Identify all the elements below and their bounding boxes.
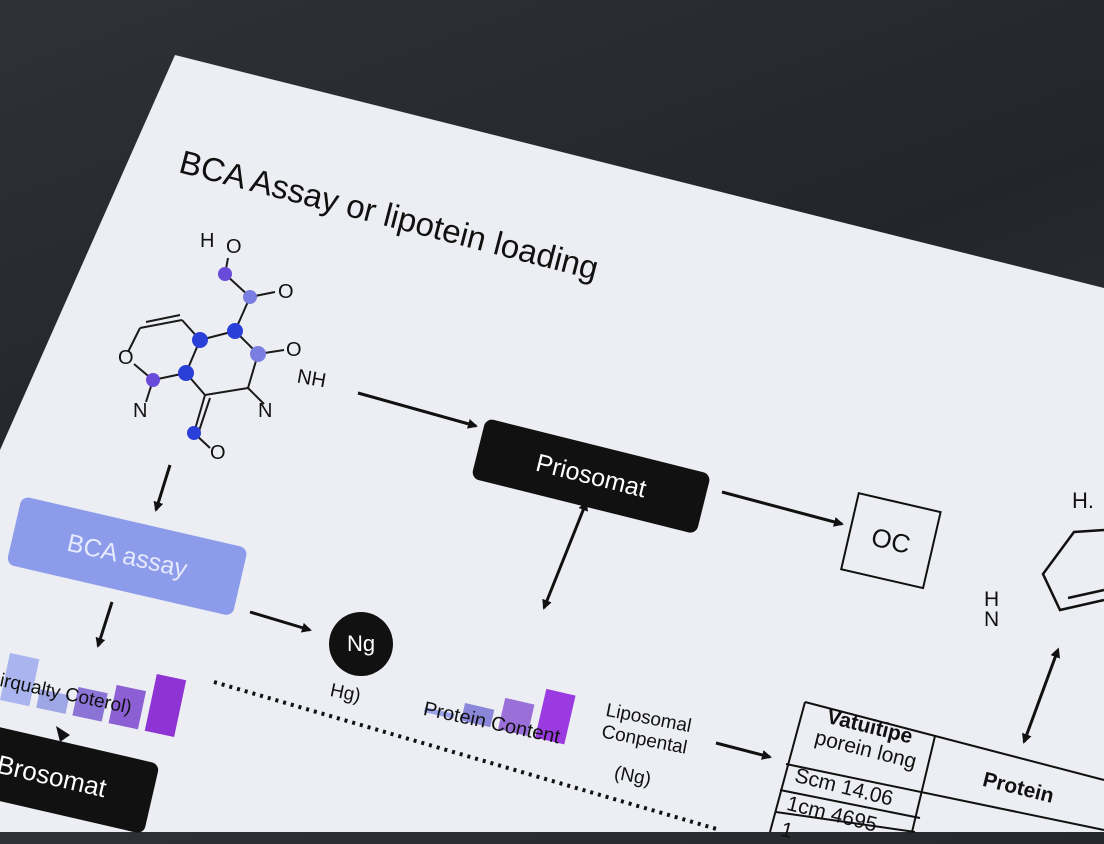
atom-node: [192, 332, 208, 348]
right-h-label: H.: [1072, 488, 1094, 513]
arrow-right-bidirectional: [1022, 647, 1061, 744]
mol-label-o-right-top: O: [278, 281, 294, 303]
arrow-bca-to-ng: [249, 610, 312, 633]
ng-circle-label: Ng: [346, 631, 376, 656]
mol-label-n-right: N: [258, 400, 273, 422]
brosomat-label: Brosomat: [0, 748, 110, 803]
arrow-priosomat-bidirectional: [542, 500, 588, 610]
mol-label-nh: NH: [295, 365, 328, 393]
priosomat-label: Priosomat: [533, 448, 650, 503]
arrow-molecule-to-priosomat: [357, 391, 478, 429]
mol-label-o-right: O: [286, 339, 302, 361]
right-ring-structure: [1041, 528, 1104, 612]
ng-circle: Ng: [329, 612, 393, 676]
arrow-priosomat-to-oc: [721, 490, 844, 527]
arrow-molecule-to-bca: [153, 464, 172, 512]
bca-assay-label: BCA assay: [64, 528, 190, 584]
arrow-bca-down: [95, 601, 114, 648]
bar: [144, 674, 187, 738]
right-hn-label: H N: [984, 588, 1000, 631]
molecule-atoms: [146, 267, 266, 440]
atom-node: [227, 323, 243, 339]
mol-label-h: H: [200, 230, 215, 252]
mol-label-o-bottom: O: [210, 442, 226, 464]
mol-label-o-top: O: [226, 236, 242, 258]
atom-node: [243, 290, 257, 304]
atom-node: [187, 426, 201, 440]
data-table-grid: [769, 701, 1104, 833]
mol-label-o-left: O: [118, 347, 134, 369]
flow-arrows: [95, 391, 1061, 760]
arrow-liposomal-to-table: [715, 741, 772, 760]
mol-label-n-left: N: [133, 400, 148, 422]
atom-node: [178, 365, 194, 381]
oc-label: OC: [868, 521, 914, 560]
atom-node: [218, 267, 232, 281]
small-down-arrow: [56, 726, 70, 742]
atom-node: [250, 346, 266, 362]
atom-node: [146, 373, 160, 387]
